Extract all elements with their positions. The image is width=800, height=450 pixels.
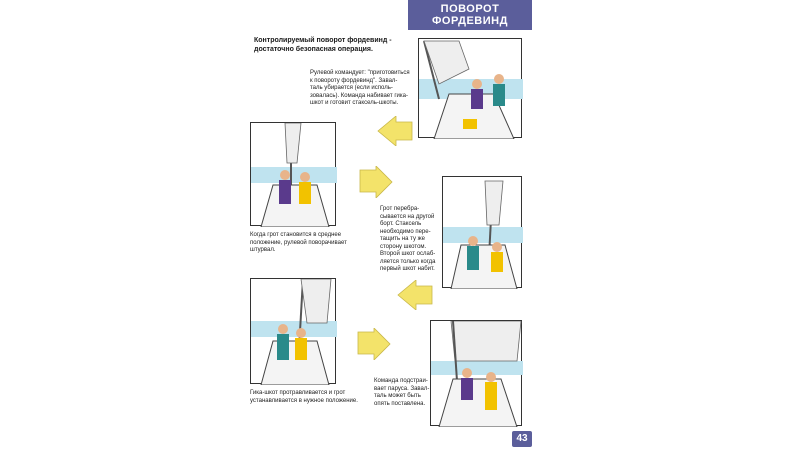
arrow-1 xyxy=(377,116,413,146)
intro-text: Контролируемый поворот фордевинд - доста… xyxy=(254,37,392,53)
boat-drawing-2 xyxy=(251,123,337,227)
illustration-step-3 xyxy=(442,176,523,289)
arrow-2 xyxy=(359,166,393,198)
arrow-4 xyxy=(357,328,391,360)
illustration-step-4 xyxy=(250,278,337,385)
illustration-step-2 xyxy=(250,122,337,227)
page-number: 43 xyxy=(512,431,532,447)
header-line-2: ФОРДЕВИНД xyxy=(432,15,508,27)
caption-step-1: Рулевой командует: "приготовиться к пово… xyxy=(310,70,410,106)
caption-step-2: Когда грот становится в среднее положени… xyxy=(250,232,347,253)
caption-step-4: Гика-шкот протравливается и грот устанав… xyxy=(250,390,358,404)
boat-drawing-1 xyxy=(419,40,523,139)
boat-drawing-3 xyxy=(443,180,523,289)
caption-step-3: Грот перебра-сывается на другой борт. Ст… xyxy=(380,206,436,272)
illustration-step-1 xyxy=(418,38,523,139)
header-line-1: ПОВОРОТ xyxy=(440,3,500,15)
arrow-3 xyxy=(397,280,433,310)
caption-step-5: Команда подстраи-вает паруса. Завал-таль… xyxy=(374,378,430,407)
illustration-step-5 xyxy=(430,320,523,427)
chapter-header: ПОВОРОТ ФОРДЕВИНД xyxy=(408,0,532,30)
boat-drawing-5 xyxy=(431,321,523,427)
boat-drawing-4 xyxy=(251,279,337,385)
